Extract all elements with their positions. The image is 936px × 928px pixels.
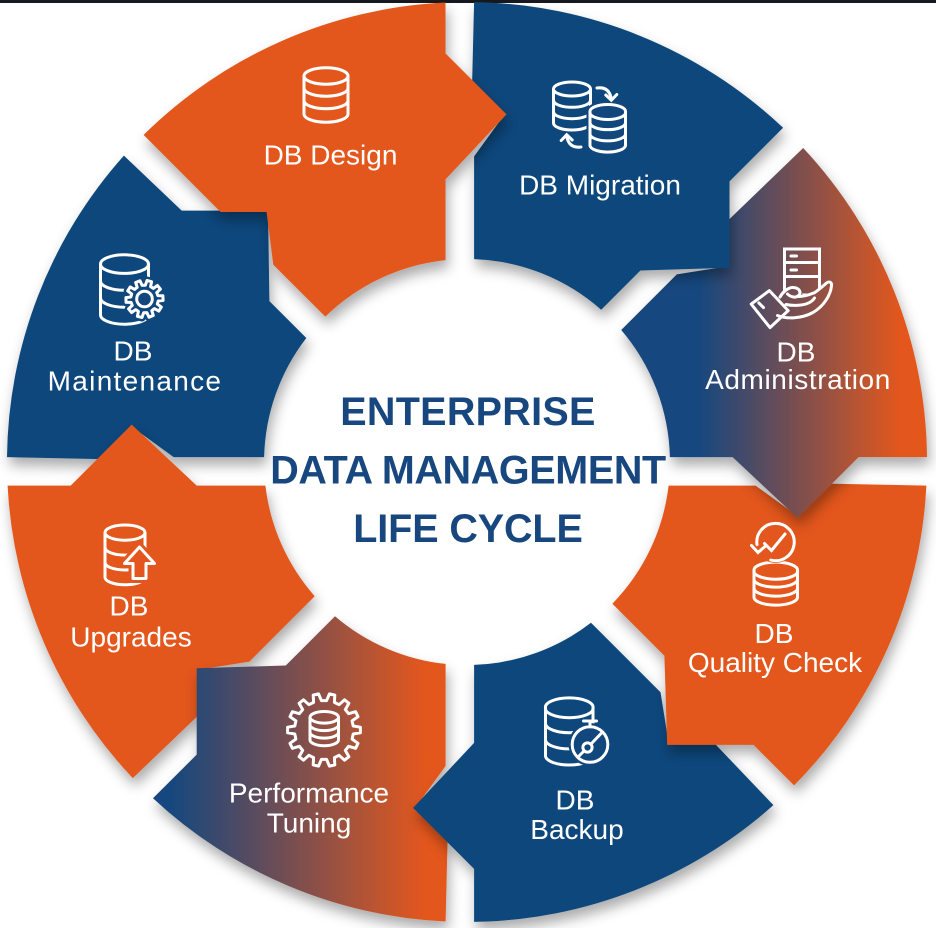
svg-text:DB: DB <box>755 618 794 649</box>
svg-text:DB: DB <box>777 337 816 368</box>
svg-text:Upgrades: Upgrades <box>70 622 191 653</box>
svg-text:ENTERPRISE: ENTERPRISE <box>340 390 595 434</box>
svg-text:Maintenance: Maintenance <box>48 366 223 397</box>
svg-text:DB: DB <box>110 591 149 622</box>
svg-text:Performance: Performance <box>229 778 389 809</box>
svg-text:Administration: Administration <box>705 364 891 395</box>
svg-text:Quality Check: Quality Check <box>688 647 863 678</box>
svg-text:LIFE CYCLE: LIFE CYCLE <box>353 507 582 551</box>
svg-text:DB: DB <box>556 785 595 816</box>
svg-text:DB Migration: DB Migration <box>519 170 681 201</box>
svg-text:DB Design: DB Design <box>264 140 398 171</box>
svg-text:Backup: Backup <box>530 814 623 845</box>
svg-text:DATA MANAGEMENT: DATA MANAGEMENT <box>270 449 666 493</box>
svg-text:Tuning: Tuning <box>267 808 352 839</box>
svg-text:DB: DB <box>114 336 153 367</box>
